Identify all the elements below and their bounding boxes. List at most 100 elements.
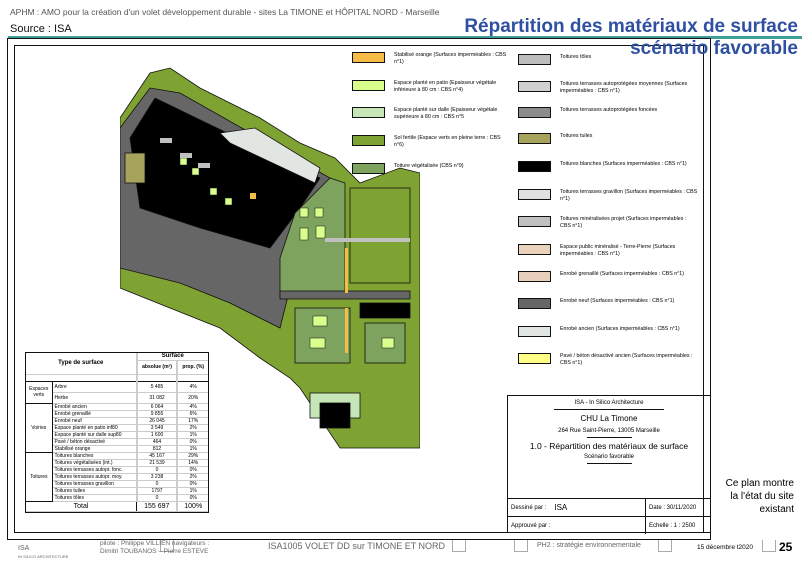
legend-label: Pavé / béton désactivé ancien (Surfaces … — [560, 353, 693, 366]
legend-label: Toitures tôles — [560, 54, 592, 60]
legend-item: Toitures blanches (Surfaces imperméables… — [518, 161, 698, 172]
legend-swatch — [352, 52, 385, 63]
row-abs: 21 539 — [135, 459, 178, 467]
row-abs: 1 600 — [135, 431, 178, 439]
legend-label: Enrobé ancien (Surfaces imperméables : C… — [560, 326, 680, 332]
drawn-by-label: Dessiné par : — [511, 504, 547, 511]
footer-team: pilote : Philippe VILLIEN navigateurs : … — [100, 540, 210, 555]
legend-swatch — [352, 107, 385, 118]
legend-label: Toiture végétalisée (CBS n°9) — [394, 163, 464, 169]
legend-swatch — [352, 135, 385, 146]
row-prop: 0% — [176, 480, 208, 488]
legend-label: Espace planté en patio (Epaisseur végéta… — [394, 80, 497, 93]
site-address: 264 Rue Saint-Pierre, 13005 Marseille — [558, 428, 660, 434]
slide-title: Répartition des matériaux de surface — [464, 16, 798, 37]
legend-item: Toitures tôles — [518, 54, 698, 65]
footer-logo-sub: IN SILICO ARCHITECTURE — [18, 554, 69, 559]
group-label: Voiries — [26, 403, 53, 452]
row-prop: 0% — [176, 494, 208, 502]
row-type: Enrobé grenaillé — [52, 410, 137, 418]
row-type: Arbre — [52, 381, 137, 393]
date: Date : 30/11/2020 — [649, 504, 697, 511]
row-type: Toitures blanches — [52, 452, 137, 460]
slide-subtitle: scénario favorable — [630, 38, 798, 59]
legend-swatch — [352, 163, 385, 174]
total-prop: 100% — [176, 501, 208, 512]
map-mineral-roofs — [160, 138, 410, 242]
row-abs: 0 — [135, 480, 178, 488]
group-label: Espaces verts — [26, 381, 53, 403]
site-map — [120, 67, 420, 449]
firm-name: ISA - In Silico Architecture — [574, 400, 644, 406]
legend-item: Enrobé ancien (Surfaces imperméables : C… — [518, 326, 698, 337]
legend-swatch — [352, 80, 385, 91]
legend-swatch — [518, 216, 551, 227]
row-prop: 0% — [176, 438, 208, 446]
legend-label: Espace planté sur dalle (Epaisseur végét… — [394, 107, 498, 120]
legend-swatch — [518, 298, 551, 309]
row-abs: 0 — [135, 494, 178, 502]
row-prop: 4% — [176, 403, 208, 411]
row-type: Toitures végétalisées (int.) — [52, 459, 137, 467]
legend-label: Stabilisé orange (Surfaces imperméables … — [394, 52, 507, 65]
row-abs: 9 855 — [135, 410, 178, 418]
legend-swatch — [518, 353, 551, 364]
side-note: Ce plan montre la l'état du site existan… — [725, 478, 794, 515]
row-abs: 812 — [135, 445, 178, 453]
legend-item: Toitures terrasses autoprotégées moyenne… — [518, 81, 698, 94]
legend-item: Espace planté sur dalle (Epaisseur végét… — [352, 107, 510, 120]
row-abs: 3 238 — [135, 473, 178, 481]
map-white-roof-south — [319, 402, 351, 429]
drawn-by: ISA — [554, 503, 568, 512]
col-surface: Surface — [135, 353, 208, 361]
legend-swatch — [518, 271, 551, 282]
row-prop: 4% — [176, 381, 208, 393]
row-abs: 1797 — [135, 487, 178, 495]
legend-item: Toitures terrasses gravillon (Surfaces i… — [518, 189, 698, 202]
map-old-asphalt — [219, 127, 321, 184]
footer: ISA IN SILICO ARCHITECTURE pilote : Phil… — [0, 540, 802, 566]
header-divider — [8, 36, 802, 39]
footer-phase: PH2 : stratégie environnementale — [537, 542, 641, 549]
map-orange-stabilized — [250, 193, 348, 353]
row-type: Espace planté sur dalle sup80 — [52, 431, 137, 439]
col-type: Type de surface — [26, 353, 137, 375]
legend-item: Toitures terrasses autoprotégées foncées — [518, 107, 698, 118]
row-abs: 45 167 — [135, 452, 178, 460]
legend-swatch — [518, 81, 551, 92]
row-abs: 31 082 — [135, 392, 178, 404]
project-header: APHM : AMO pour la création d'un volet d… — [10, 7, 440, 17]
legend-item: Enrobé neuf (Surfaces imperméables : CBS… — [518, 298, 698, 309]
drawing-title: 1.0 - Répartition des matériaux de surfa… — [529, 441, 689, 451]
plan-frame — [7, 38, 711, 540]
site-name: CHU La Timone — [580, 414, 638, 423]
legend-label: Toitures terrasses gravillon (Surfaces i… — [560, 189, 698, 202]
row-abs: 26 045 — [135, 417, 178, 425]
source-label: Source : ISA — [10, 23, 72, 35]
row-abs: 3 549 — [135, 424, 178, 432]
total-abs: 155 697 — [136, 501, 178, 512]
map-building-main — [129, 97, 321, 249]
legend-label: Enrobé grenaillé (Surfaces imperméables … — [560, 271, 685, 277]
legend-label: Toitures minéralisées projet (Surfaces i… — [560, 216, 687, 229]
legend-item: Toitures tuiles — [518, 133, 698, 144]
map-tile-roof — [124, 152, 146, 184]
legend-item: Espace public minéralisé - Terre-Pierre … — [518, 244, 698, 257]
footer-date: 15 décembre t2020 — [697, 544, 754, 551]
legend-label: Toitures tuiles — [560, 133, 593, 139]
legend-item: Stabilisé orange (Surfaces imperméables … — [352, 52, 510, 65]
row-abs: 0 — [135, 466, 178, 474]
row-prop: 17% — [176, 417, 208, 425]
col-prop: prop. (%) — [176, 360, 208, 375]
approved-by-label: Approuvé par : — [508, 517, 646, 534]
